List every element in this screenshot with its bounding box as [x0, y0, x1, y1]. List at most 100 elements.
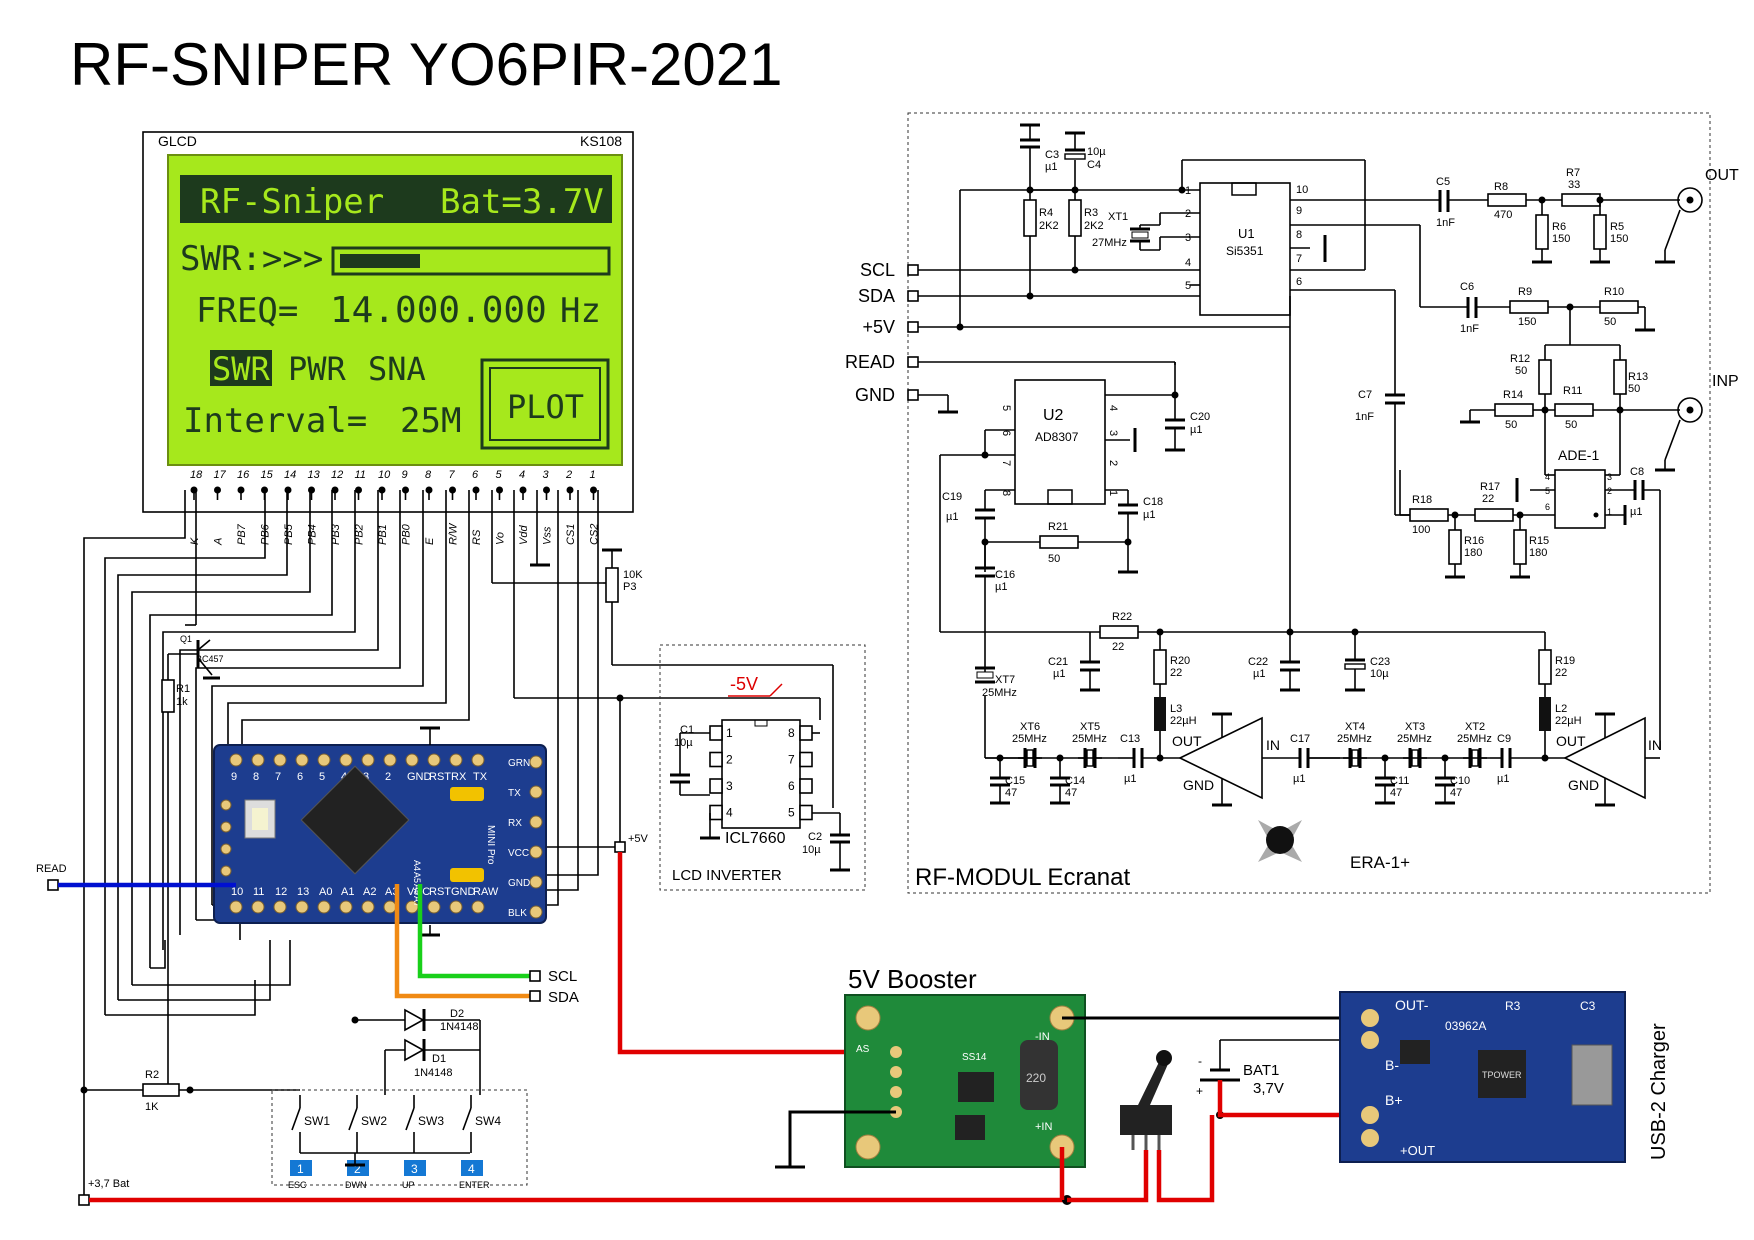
ic-pin-number: 4 — [726, 806, 733, 820]
r10-label: R10 — [1604, 286, 1624, 298]
l2-label: L2 — [1555, 703, 1567, 715]
cap-value: 47 — [1390, 787, 1402, 799]
c2-label: C2 — [808, 831, 822, 843]
ad8307-chip — [1014, 379, 1106, 505]
arduino-pin — [449, 753, 463, 767]
switch-key — [461, 1160, 483, 1176]
c8-value: µ1 — [1630, 506, 1642, 518]
r14-label: R14 — [1503, 389, 1523, 401]
booster-title: 5V Booster — [848, 964, 977, 994]
c2-value: 10µ — [802, 844, 821, 856]
arduino-pin — [361, 753, 375, 767]
arduino-pin — [529, 785, 543, 799]
ic-pin-number: 1 — [726, 726, 733, 740]
arduino-analog-label: A7 — [412, 896, 422, 907]
ic-pin — [709, 804, 723, 821]
booster-as: AS — [856, 1044, 870, 1055]
out-connector — [1677, 187, 1703, 213]
inverter-ic: ICL7660 — [725, 830, 786, 847]
arduino-pin — [529, 875, 543, 889]
c21-value: µ1 — [1053, 668, 1065, 680]
r10-value: 50 — [1604, 316, 1616, 328]
glcd-module: GLCD KS108 RF-Sniper Bat=3.7V SWR:>>> FR… — [142, 131, 634, 513]
arduino-pin-label: A0 — [319, 886, 332, 898]
ic-pin — [799, 725, 813, 741]
c19-label: C19 — [942, 491, 962, 503]
ic-pin — [799, 804, 813, 821]
glcd-pin-name: Vdd — [518, 525, 530, 545]
arduino-pin-label: GND — [451, 886, 476, 898]
glcd-pin-number: 5 — [496, 469, 503, 481]
arduino-pin — [427, 900, 441, 914]
diodes: D2 1N4148 D1 1N4148 — [351, 1008, 481, 1095]
crystal-value: 25MHz — [1072, 733, 1107, 745]
lcd-menu-pwr: PWR — [288, 350, 347, 388]
r8-label: R8 — [1494, 181, 1508, 193]
amp1-gnd: GND — [1183, 777, 1214, 793]
glcd-pin-name: PB5 — [283, 523, 295, 545]
rf-port — [907, 264, 919, 276]
charger-bpos: B+ — [1385, 1092, 1403, 1108]
ic-pin-number: 3 — [726, 779, 733, 793]
ic-pin-number: 2 — [726, 753, 733, 767]
charger-out-neg: OUT- — [1395, 997, 1429, 1013]
u1-pin-number: 5 — [1185, 280, 1191, 292]
arduino-pin-label: 6 — [297, 771, 303, 783]
crystal-body — [1351, 749, 1359, 767]
glcd-model: KS108 — [580, 133, 622, 149]
u2-pin-number: 8 — [1000, 490, 1012, 496]
era1-chip-image — [1258, 820, 1302, 862]
crystal-name: XT2 — [1465, 721, 1485, 733]
r1-label: R1 — [176, 683, 190, 695]
r4-label: R4 — [1039, 207, 1053, 219]
c7-value: 1nF — [1355, 411, 1374, 423]
glcd-pin-name: R/W — [448, 522, 460, 545]
glcd-pin-number: 13 — [308, 469, 321, 481]
d1-label: D1 — [432, 1053, 446, 1065]
lcd-freq-value: 14.000.000 — [330, 290, 547, 331]
u2-pin-number: 7 — [1000, 460, 1012, 466]
arduino-pin-label: A2 — [363, 886, 376, 898]
lcd-title-right: Bat=3.7V — [440, 182, 604, 222]
r3-value: 2K2 — [1084, 220, 1104, 232]
c18-label: C18 — [1143, 496, 1163, 508]
lcd-freq-label: FREQ= — [196, 291, 298, 331]
l3-label: L3 — [1170, 703, 1182, 715]
glcd-pin-name: K — [189, 537, 201, 545]
c20-label: C20 — [1190, 411, 1210, 423]
battery-rail: +3,7 Bat — [78, 852, 1072, 1206]
lcd-plot-label: PLOT — [507, 388, 584, 426]
switch-name: SW2 — [361, 1114, 387, 1128]
cap-name: C14 — [1065, 775, 1085, 787]
r13-label: R13 — [1628, 371, 1648, 383]
arduino-pin-label: RST — [429, 771, 451, 783]
arduino-pin-label: 12 — [275, 886, 287, 898]
lcd-title-left: RF-Sniper — [200, 182, 384, 222]
q1-label: Q1 — [180, 634, 192, 644]
glcd-pin-name: PB2 — [354, 524, 366, 545]
r6-value: 150 — [1552, 233, 1570, 245]
c4-value: 10µ — [1087, 146, 1106, 158]
arduino-pin — [529, 755, 543, 769]
amp2-out: OUT — [1556, 733, 1586, 749]
r2-value: 1K — [145, 1101, 159, 1113]
rf-port — [907, 356, 919, 368]
glcd-pin-number: 7 — [449, 469, 456, 481]
r13-value: 50 — [1628, 383, 1640, 395]
r16-value: 180 — [1464, 547, 1482, 559]
glcd-pin-number: 6 — [472, 469, 479, 481]
u1-pin-number: 10 — [1296, 184, 1308, 196]
xt1-value: 27MHz — [1092, 237, 1127, 249]
u1-label: U1 — [1238, 226, 1255, 241]
glcd-label: GLCD — [158, 133, 197, 149]
glcd-pin-name: PB3 — [330, 523, 342, 545]
arduino-analog-label: A6 — [412, 884, 422, 895]
ic-pin-number: 8 — [788, 726, 795, 740]
arduino-pin-label: 7 — [275, 771, 281, 783]
arduino-pin — [251, 753, 265, 767]
